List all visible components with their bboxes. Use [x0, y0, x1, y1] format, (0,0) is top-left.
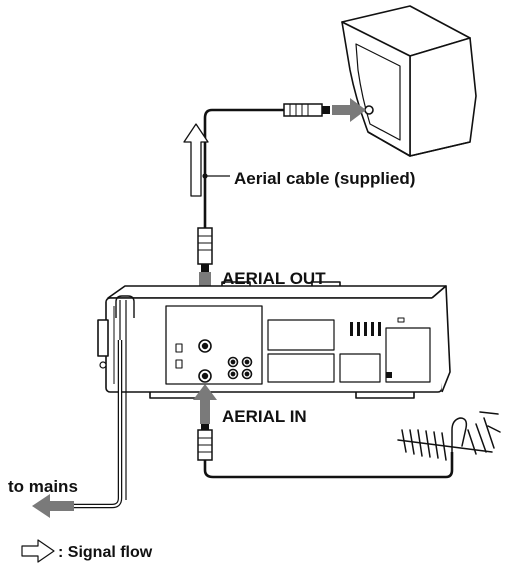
signal-flow-arrow-up	[183, 123, 209, 197]
flow-arrow-tv	[332, 98, 366, 122]
aerial-cable-top	[197, 103, 330, 272]
aerial-in-label: AERIAL IN	[222, 407, 307, 426]
aerial-out-label: AERIAL OUT	[222, 269, 326, 288]
to-mains-label: to mains	[8, 477, 78, 496]
antenna-icon	[397, 411, 501, 461]
television-icon	[341, 5, 477, 157]
mains-cord	[32, 340, 127, 518]
aerial-cable-label: Aerial cable (supplied)	[234, 169, 416, 188]
video-recorder-icon	[97, 281, 451, 399]
flow-arrow-aerial-in	[193, 384, 217, 424]
signal-flow-legend-label: : Signal flow	[58, 544, 153, 561]
signal-flow-legend-icon	[21, 539, 55, 563]
aerial-cable-bottom	[197, 424, 454, 479]
